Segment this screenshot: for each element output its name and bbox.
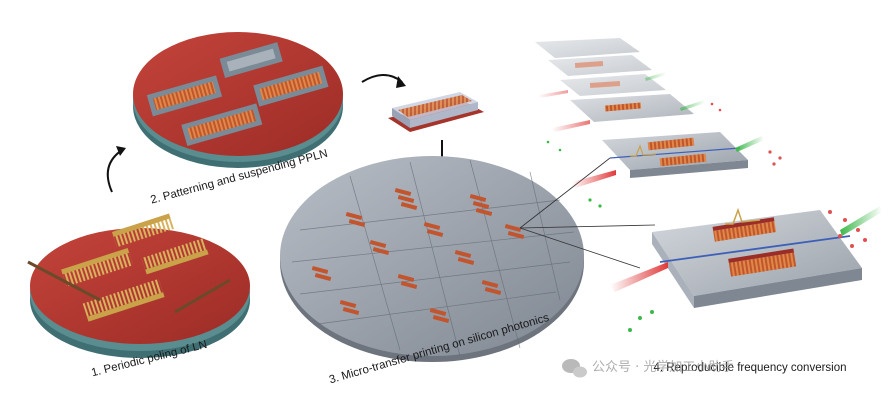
watermark-text: 公众号 · 光学加工小助手 <box>592 359 734 375</box>
pdms-stamp-coupon <box>388 92 484 132</box>
curved-arrow-icon <box>396 76 406 88</box>
printed-ppln-coupons <box>311 187 525 324</box>
step4-label: 4. Reproducible frequency conversion <box>653 362 846 374</box>
probe-needle <box>27 260 101 302</box>
curved-arrow-icon <box>106 149 123 193</box>
step1-wafer <box>27 213 250 358</box>
step3-silicon-wafer <box>280 156 584 362</box>
wechat-icon <box>562 359 587 378</box>
curved-arrow-icon <box>116 146 126 156</box>
probe-needle <box>174 278 231 314</box>
zoom-lines <box>519 157 656 269</box>
poling-electrodes <box>61 213 209 322</box>
suspended-ppln-devices <box>146 42 329 146</box>
signal-beams <box>645 72 882 236</box>
pump-beams <box>538 90 668 292</box>
photon-dots <box>546 102 867 332</box>
output-spectrum <box>630 144 657 157</box>
step4-chip-stack <box>535 38 862 308</box>
curved-arrow-icon <box>361 74 403 83</box>
step2-wafer <box>133 32 343 168</box>
die-grid <box>291 159 575 357</box>
watermark: 公众号 · 光学加工小助手 <box>562 359 734 378</box>
output-spectrum <box>725 207 761 225</box>
